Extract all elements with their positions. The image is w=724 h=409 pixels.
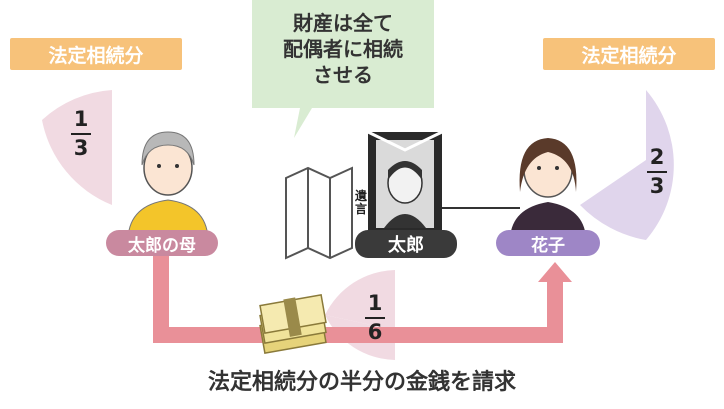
mother-hair: [141, 131, 195, 166]
left-fraction: 1 3: [66, 107, 96, 160]
center-pie-wedge-top: [325, 270, 395, 330]
left-legal-share-badge: 法定相続分: [10, 38, 182, 70]
right-fraction: 2 3: [642, 145, 672, 198]
will-label: 遺言: [354, 189, 367, 217]
center-fraction: 1 6: [360, 291, 390, 344]
taro-label: 太郎: [355, 230, 457, 258]
mother-label: 太郎の母: [106, 230, 218, 256]
bubble-line-1: 財産は全て: [293, 11, 393, 35]
claim-arrow-head: [538, 262, 572, 282]
hanako-body: [510, 202, 586, 238]
right-pie-wedge: [580, 90, 674, 240]
hanako-hair: [519, 138, 577, 192]
right-legal-share-badge: 法定相続分: [543, 38, 715, 70]
bubble-line-3: させる: [313, 63, 373, 87]
speech-bubble: [252, 0, 434, 138]
left-pie-wedge: [42, 90, 112, 205]
bubble-line-2: 配偶者に相続: [283, 37, 403, 61]
bottom-caption: 法定相続分の半分の金銭を請求: [207, 370, 516, 395]
speech-bubble-text: 財産は全て 配偶者に相続 させる: [252, 10, 434, 88]
hanako-label: 花子: [496, 230, 600, 256]
mother-body: [127, 199, 209, 239]
claim-arrow-line: [153, 255, 563, 343]
money-icon: [259, 293, 327, 355]
will-document-icon: [285, 166, 353, 260]
